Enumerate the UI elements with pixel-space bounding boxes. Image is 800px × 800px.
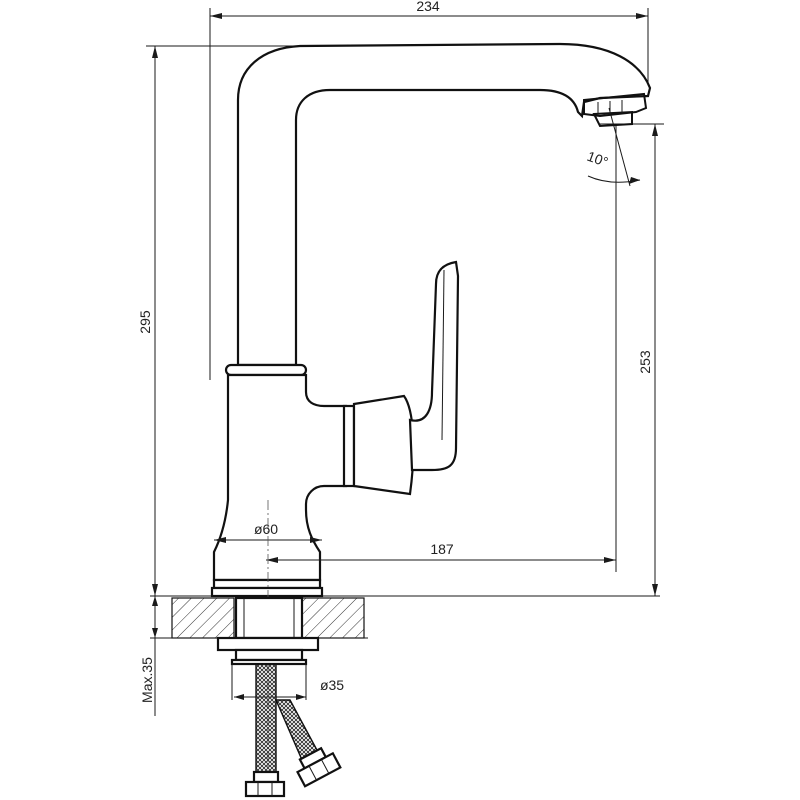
base-diameter-label: ø60	[254, 521, 278, 537]
shank-diameter-label: ø35	[320, 677, 344, 693]
faucet-body	[210, 363, 348, 598]
dimension-overall-height: 295	[137, 45, 300, 596]
dimension-overall-width: 234	[209, 0, 649, 380]
max-thickness-label: Max.35	[139, 657, 155, 703]
countertop-section	[150, 597, 368, 639]
dimension-spout-reach: 187	[266, 541, 616, 563]
dimension-spout-height: 253	[600, 123, 664, 596]
dimension-spout-angle: 10°	[585, 107, 641, 187]
lever-handle	[342, 260, 460, 496]
mounting-shank	[216, 596, 320, 700]
spout-angle-label: 10°	[585, 148, 610, 170]
overall-width-label: 234	[416, 0, 440, 14]
spout-height-label: 253	[637, 350, 653, 374]
spout	[236, 42, 652, 367]
dimension-shank-diameter: ø35	[234, 677, 344, 700]
dimension-max-thickness: Max.35	[139, 596, 158, 716]
overall-height-label: 295	[137, 310, 153, 334]
spout-reach-label: 187	[430, 541, 454, 557]
flex-hoses	[244, 663, 342, 798]
